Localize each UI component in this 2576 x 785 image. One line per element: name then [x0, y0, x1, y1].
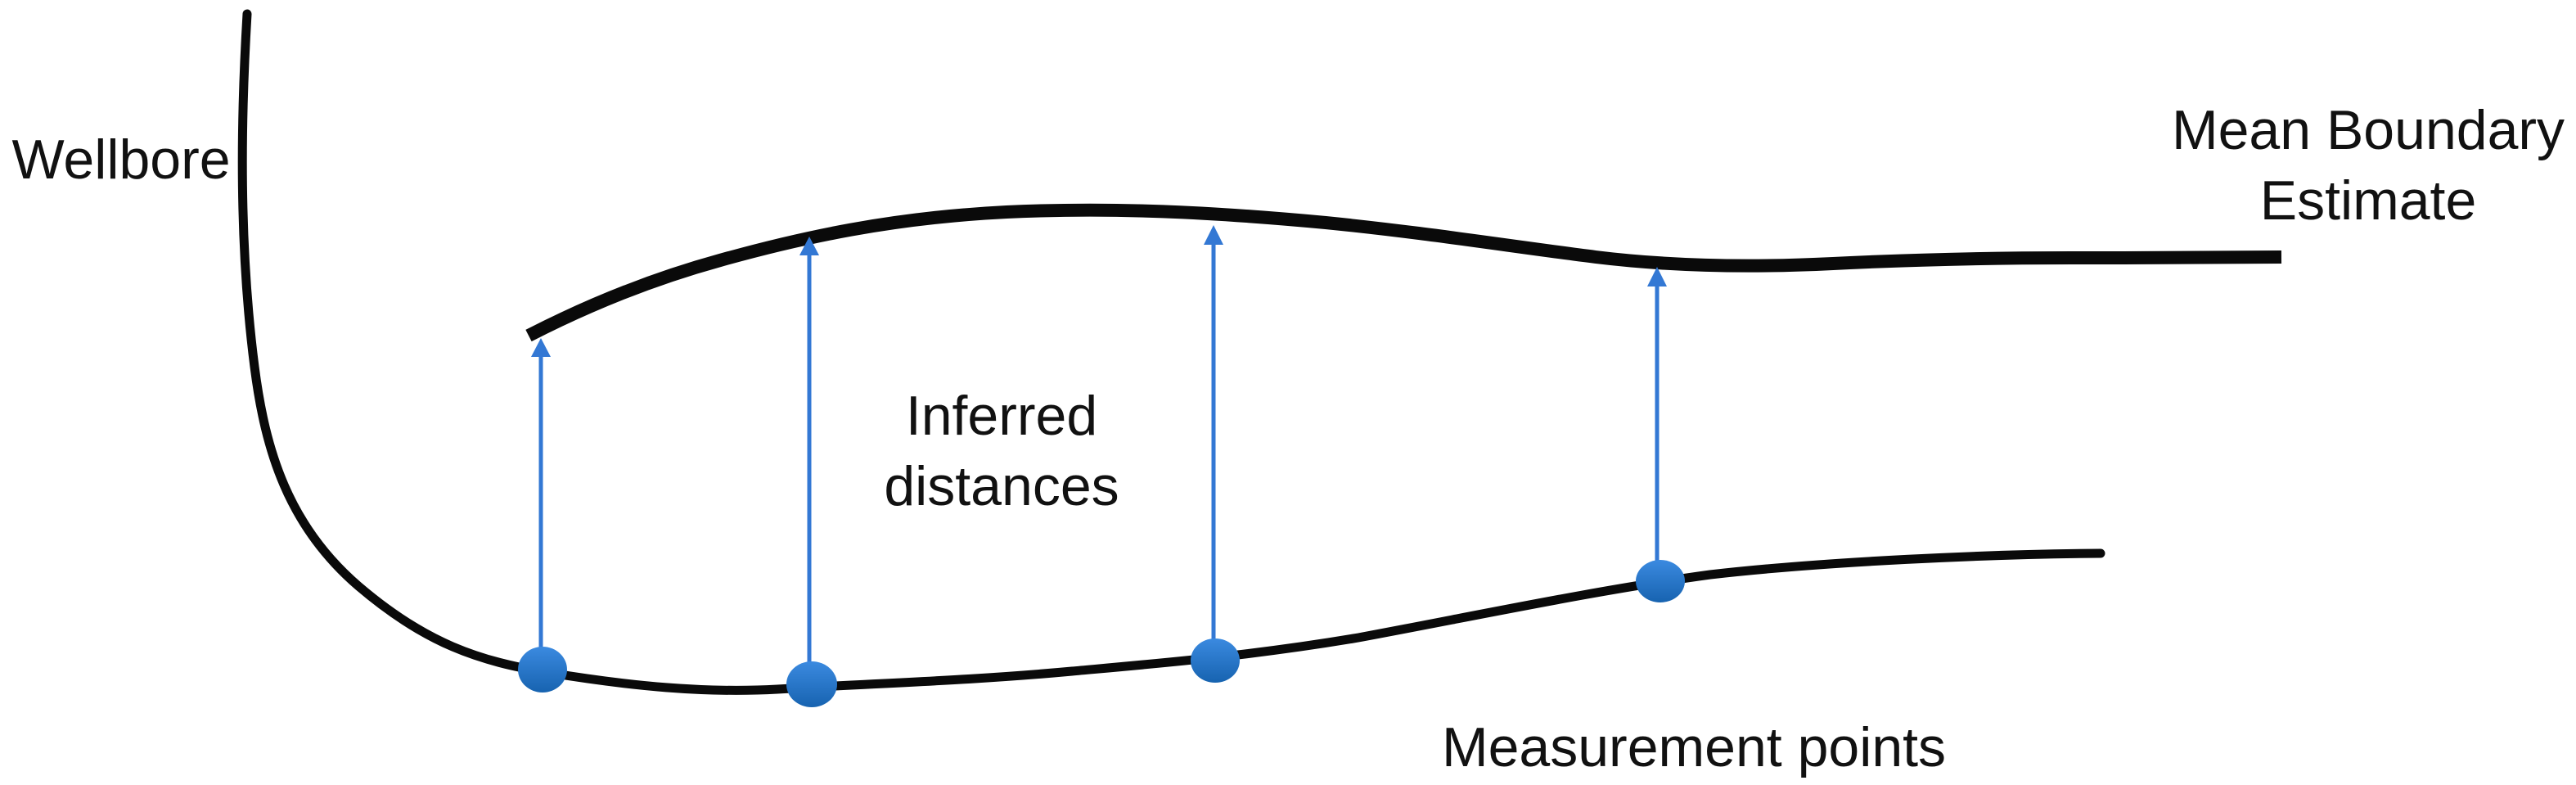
- inferred-distance-arrows: [531, 225, 1667, 665]
- arrow-up-icon: [799, 237, 819, 255]
- arrow-up-icon: [1647, 267, 1667, 286]
- measurement-point-dot-4: [1636, 560, 1685, 602]
- measurement-points-label: Measurement points: [1442, 716, 1946, 778]
- mean-boundary-label-line2: Estimate: [2260, 169, 2477, 232]
- inferred-distance-arrow-1: [531, 338, 551, 655]
- mean-boundary-label-line1: Mean Boundary: [2172, 99, 2565, 161]
- measurement-point-dot-1: [518, 647, 567, 693]
- inferred-distance-arrow-2: [799, 237, 819, 665]
- inferred-distance-arrow-3: [1204, 225, 1223, 647]
- measurement-point-dot-2: [786, 661, 837, 707]
- mean-boundary-curve: [525, 203, 2282, 342]
- arrow-up-icon: [531, 338, 551, 357]
- measurement-point-dot-3: [1191, 638, 1240, 683]
- wellbore-label: Wellbore: [11, 129, 230, 191]
- wellbore-curve: [237, 9, 2105, 695]
- inferred-distances-label-line2: distances: [884, 455, 1119, 517]
- inferred-distances-label-line1: Inferred: [906, 385, 1097, 447]
- measurement-point-dots: [518, 560, 1685, 707]
- inferred-distance-arrow-4: [1647, 267, 1667, 565]
- arrow-up-icon: [1204, 225, 1223, 245]
